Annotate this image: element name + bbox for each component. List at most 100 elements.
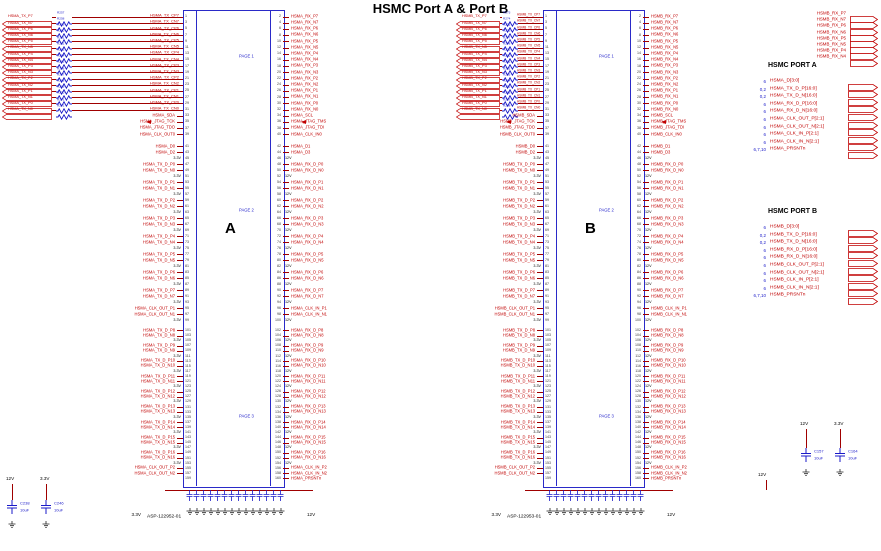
wire xyxy=(283,376,289,378)
net-label: HSMA_TX_D_P9 xyxy=(143,343,175,348)
wire xyxy=(643,200,649,202)
net-label: HSMB_RX_D_P0 xyxy=(651,161,684,167)
capacitor-icon xyxy=(800,448,812,463)
wire xyxy=(72,53,183,55)
cap-value: 10uF xyxy=(814,456,824,461)
net-label: HSMB_TX_D_N2 xyxy=(502,203,535,209)
pin-number: 126 xyxy=(275,388,281,394)
wire xyxy=(283,278,289,280)
net-flag-icon xyxy=(455,14,500,27)
wire xyxy=(283,478,289,480)
resistor-icon xyxy=(502,51,518,65)
cap-refdes: C246 xyxy=(54,501,64,506)
wire xyxy=(643,29,649,30)
net-label: HSMA_TX_CP2 xyxy=(150,75,179,80)
pin-number: 15 xyxy=(185,56,189,62)
pin-number: 25 xyxy=(545,87,549,93)
pin-number: 95 xyxy=(545,305,549,310)
power-label: 3.3V xyxy=(533,460,541,465)
net-label: HSMB_CLK_IN_P2 xyxy=(651,465,687,470)
wire xyxy=(283,66,289,67)
net-label: HSMB_RX_P6 xyxy=(816,22,846,28)
resistor-refdes: R272 xyxy=(57,103,65,108)
wire xyxy=(500,91,502,92)
net-label: HSMB_TX_CN4 xyxy=(517,56,541,61)
pin-number: 145 xyxy=(545,439,551,445)
net-flag-icon xyxy=(1,32,52,46)
wire xyxy=(177,128,183,129)
net-label: HSMA_RX_P2 xyxy=(291,75,319,81)
net-label: HSMB_RX_D_P13 xyxy=(651,404,686,409)
net-label: HSMA_RX_D_N3 xyxy=(291,221,324,227)
wire xyxy=(537,128,543,129)
wire xyxy=(537,122,543,123)
net-label: HSMB_RX_D_P2 xyxy=(651,197,684,203)
voltage-label: 3.3V xyxy=(834,421,844,426)
net-label: HSMB_CLK_IN_N2 xyxy=(651,470,687,476)
net-label: HSMB_D2 xyxy=(515,149,535,155)
net-label: HSMB_RX_P2 xyxy=(651,75,679,81)
pin-number: 121 xyxy=(185,378,191,383)
pin-number: 63 xyxy=(545,209,549,214)
wire xyxy=(283,422,289,423)
pin-number: 108 xyxy=(635,342,641,348)
power-label: 12V xyxy=(645,191,652,196)
net-flag-icon xyxy=(455,82,500,95)
pin-number: 35 xyxy=(545,118,549,124)
resistor-refdes: R274 xyxy=(503,17,511,21)
wire xyxy=(177,254,183,256)
net-label: HSMB_TX_D_P6 xyxy=(503,269,535,275)
wire xyxy=(283,53,289,55)
resistor-refdes: R258 xyxy=(57,17,65,21)
net-label: HSMA_TX_D_P1 xyxy=(143,179,175,185)
net-flag-icon xyxy=(455,39,500,52)
wire xyxy=(643,242,649,244)
resistor-icon xyxy=(56,88,72,102)
net-label: HSMB_TX_CN6 xyxy=(517,31,541,36)
wire xyxy=(283,188,289,190)
pin-number: 42 xyxy=(277,143,281,148)
pin-number: 138 xyxy=(275,419,281,424)
pin-number: 113 xyxy=(545,358,551,363)
voltage-label: 12V xyxy=(758,472,767,477)
power-label: 3.3V xyxy=(533,299,541,304)
pin-number: 92 xyxy=(637,293,641,298)
wire xyxy=(283,29,289,30)
resistor-icon xyxy=(502,82,518,96)
pin-number: 148 xyxy=(635,444,641,450)
wire xyxy=(643,84,649,86)
wire xyxy=(643,391,649,393)
net-label: HSMB_RX_D_P9 xyxy=(651,343,684,348)
bus-flag-icon xyxy=(848,254,879,267)
net-label: HSMA_TX_CN0 xyxy=(149,106,179,111)
power-label: 12V xyxy=(645,281,652,286)
bus-label: HSMA_PRSNTn xyxy=(770,145,806,152)
wire xyxy=(177,218,183,220)
net-flag-label: HSMA_TX_N0 xyxy=(8,106,33,112)
net-label: HSMB_PRSNTn xyxy=(651,475,682,481)
pin-number: 83 xyxy=(545,269,549,274)
wire xyxy=(643,97,649,98)
net-label: HSMA_SCL xyxy=(291,112,314,118)
net-label: HSMA_RX_D_P4 xyxy=(291,233,324,239)
net-label: HSMB_TX_D_P9 xyxy=(503,343,535,348)
pin-number: 114 xyxy=(635,358,641,363)
net-label: HSMA_RX_D_N0 xyxy=(291,167,324,173)
pin-number: 126 xyxy=(635,388,641,394)
pin-number: 19 xyxy=(185,69,189,74)
pin-number: 4 xyxy=(639,19,641,25)
net-label: HSMA_TX_CP0 xyxy=(150,99,179,105)
net-flag-icon xyxy=(850,23,879,36)
net-label: HSMB_JTAG_TCK xyxy=(500,119,535,124)
wire xyxy=(52,66,56,67)
wire xyxy=(177,200,183,202)
resistor-refdes: R282 xyxy=(503,66,511,71)
pin-number: 16 xyxy=(277,56,281,62)
pin-number: 49 xyxy=(185,167,189,172)
pin-number: 26 xyxy=(277,87,281,93)
pin-number: 94 xyxy=(637,299,641,304)
wire xyxy=(283,224,289,226)
ground-icon xyxy=(8,516,16,528)
wire xyxy=(177,442,183,444)
port-group-title: HSMC PORT B xyxy=(768,208,817,215)
